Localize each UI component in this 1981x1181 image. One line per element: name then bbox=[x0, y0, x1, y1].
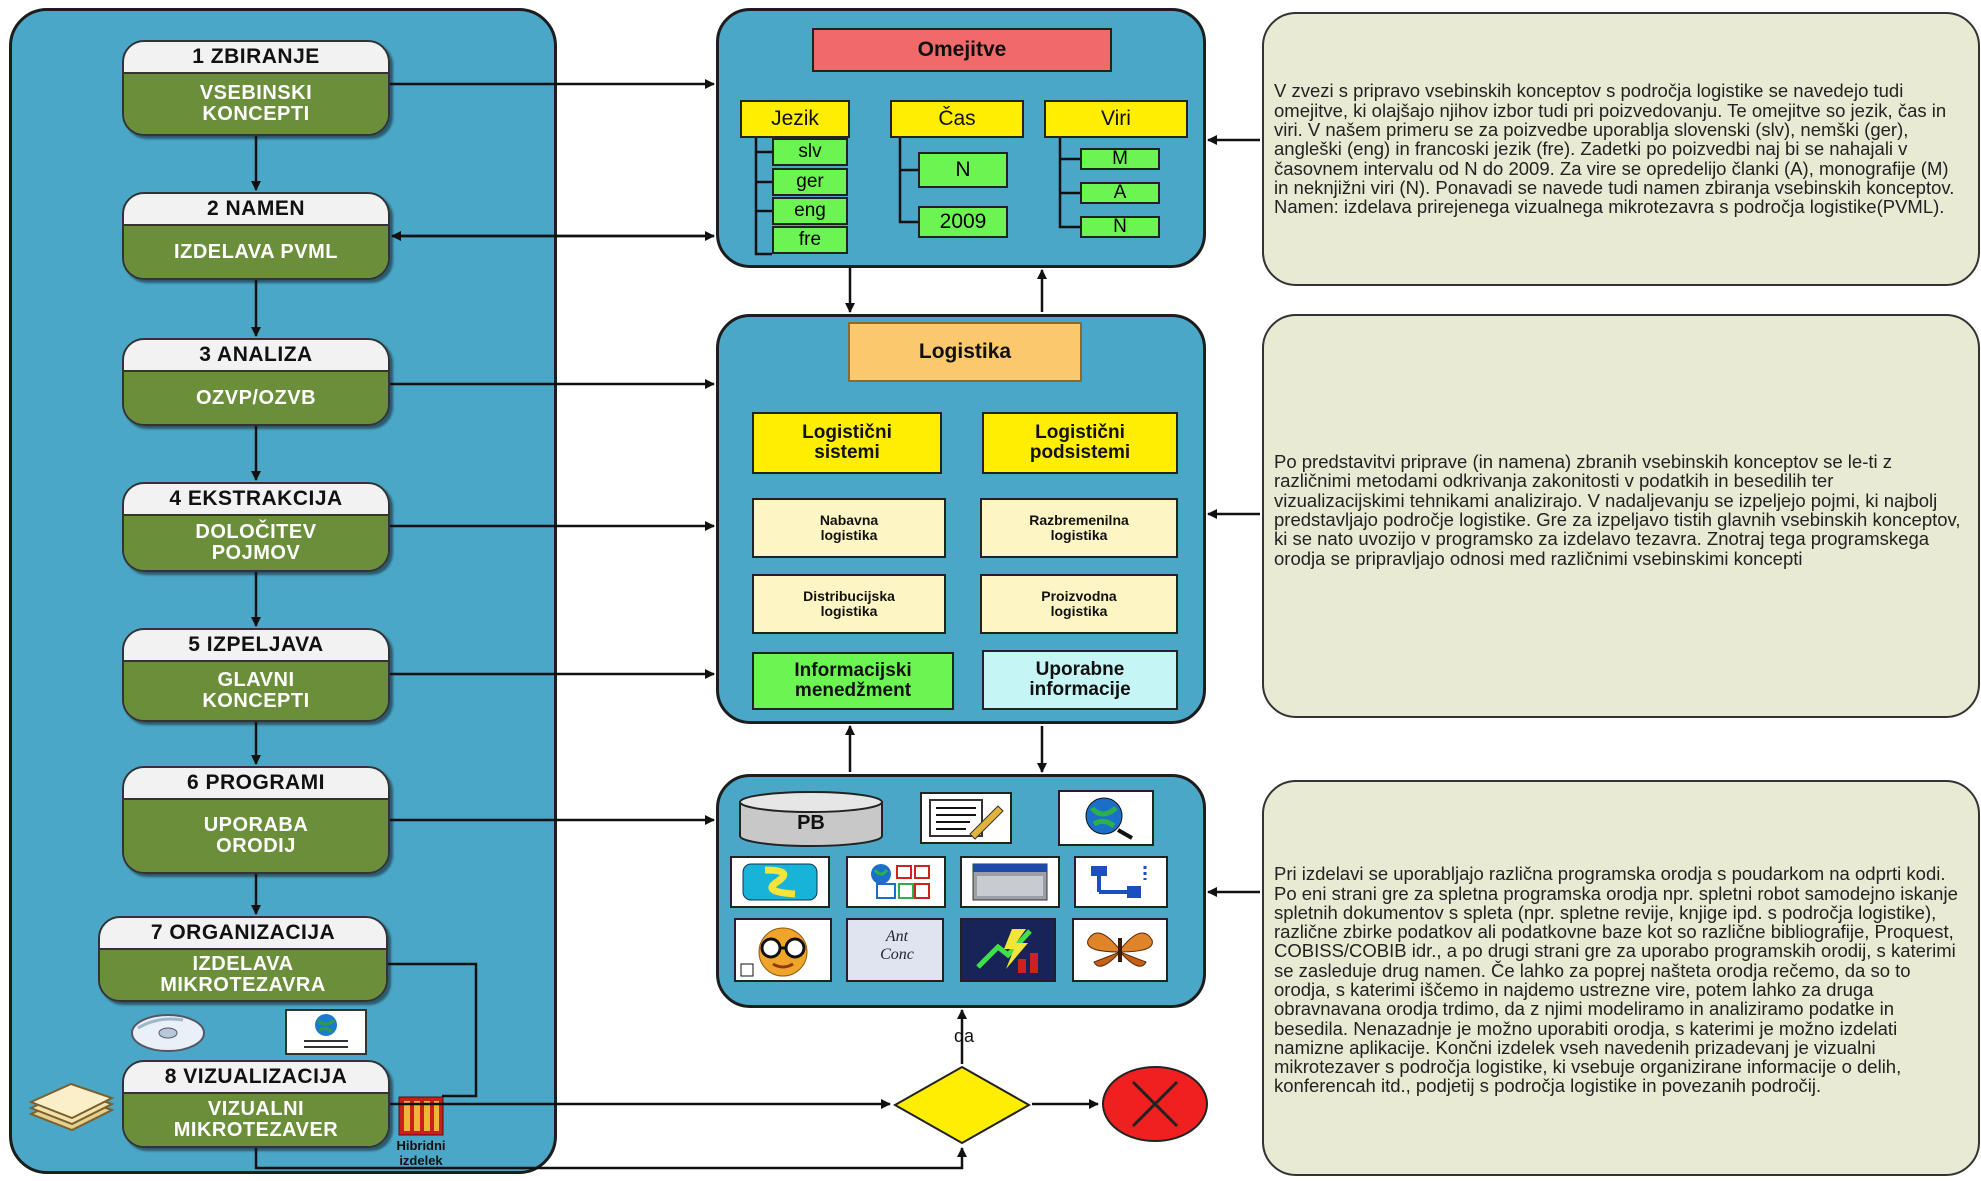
cas-item-2009: 2009 bbox=[918, 206, 1008, 238]
butterfly-graphic bbox=[1087, 932, 1153, 967]
tree-line-cas bbox=[898, 138, 918, 224]
viri-item-n: N bbox=[1080, 216, 1160, 238]
nabavna-logistika: Nabavna logistika bbox=[752, 498, 946, 558]
step-1-zbiranje[interactable]: 1 ZBIRANJE VSEBINSKI KONCEPTI bbox=[122, 40, 390, 136]
glasses-smiley-icon[interactable] bbox=[734, 918, 832, 982]
arrow-step8-loop bbox=[254, 1147, 967, 1170]
antconc-label: Ant Conc bbox=[880, 928, 914, 963]
note-analiza: Po predstavitvi priprave (in namena) zbr… bbox=[1262, 314, 1980, 718]
globe-document-icon bbox=[285, 1009, 367, 1055]
distribucijska-logistika: Distribucijska logistika bbox=[752, 574, 946, 634]
jezik-item-ger: ger bbox=[772, 168, 848, 196]
jezik-item-slv: slv bbox=[772, 138, 848, 166]
step-1-body: VSEBINSKI KONCEPTI bbox=[124, 74, 388, 134]
cd-disc-icon bbox=[131, 1014, 205, 1052]
web-layout-icon[interactable] bbox=[846, 856, 946, 908]
step-2-namen[interactable]: 2 NAMEN IZDELAVA PVML bbox=[122, 192, 390, 280]
cas-label: Čas bbox=[890, 100, 1024, 138]
logisticni-podsistemi: Logistični podsistemi bbox=[982, 412, 1178, 474]
razbremenilna-logistika: Razbremenilna logistika bbox=[980, 498, 1178, 558]
step-7-body: IZDELAVA MIKROTEZAVRA bbox=[100, 950, 386, 1000]
step-6-programi[interactable]: 6 PROGRAMI UPORABA ORODIJ bbox=[122, 766, 390, 874]
omejitve-title: Omejitve bbox=[812, 28, 1112, 72]
step-4-title: 4 EKSTRAKCIJA bbox=[124, 484, 388, 516]
globe-search-graphic bbox=[1085, 797, 1133, 840]
step-3-analiza[interactable]: 3 ANALIZA OZVP/OZVB bbox=[122, 338, 390, 426]
step-4-body: DOLOČITEV POJMOV bbox=[124, 516, 388, 570]
step-6-title: 6 PROGRAMI bbox=[124, 768, 388, 800]
proizvodna-logistika: Proizvodna logistika bbox=[980, 574, 1178, 634]
step-6-body: UPORABA ORODIJ bbox=[124, 800, 388, 872]
step-5-title: 5 IZPELJAVA bbox=[124, 630, 388, 662]
decision-yes-label: da bbox=[953, 1026, 975, 1046]
step-8-body: VIZUALNI MIKROTEZAVER bbox=[124, 1094, 388, 1146]
note-analiza-text: Po predstavitvi priprave (in namena) zbr… bbox=[1274, 451, 1961, 569]
document-pen-icon[interactable] bbox=[920, 792, 1012, 844]
informacijski-menedzment: Informacijski menedžment bbox=[752, 652, 954, 710]
database-pb-icon bbox=[739, 791, 883, 847]
step-5-izpeljava[interactable]: 5 IZPELJAVA GLAVNI KONCEPTI bbox=[122, 628, 390, 722]
tree-line-jezik bbox=[754, 138, 772, 256]
antconc-icon[interactable]: Ant Conc bbox=[846, 918, 944, 982]
spider-s-graphic bbox=[742, 863, 818, 901]
step-8-vizualizacija[interactable]: 8 VIZUALIZACIJA VIZUALNI MIKROTEZAVER bbox=[122, 1060, 390, 1148]
jezik-item-fre: fre bbox=[772, 226, 848, 254]
decision-diamond bbox=[892, 1065, 1032, 1145]
butterfly-icon[interactable] bbox=[1072, 918, 1168, 982]
uporabne-informacije: Uporabne informacije bbox=[982, 650, 1178, 710]
step-2-title: 2 NAMEN bbox=[124, 194, 388, 226]
step-1-title: 1 ZBIRANJE bbox=[124, 42, 388, 74]
step-7-title: 7 ORGANIZACIJA bbox=[100, 918, 386, 950]
window-app-icon[interactable] bbox=[960, 856, 1060, 908]
paper-stack-icon bbox=[28, 1082, 115, 1132]
step-3-body: OZVP/OZVB bbox=[124, 372, 388, 424]
hierarchy-tree-icon[interactable] bbox=[1074, 856, 1168, 908]
hybrid-product-label: Hibridni izdelek bbox=[396, 1138, 446, 1168]
web-layout-graphic bbox=[871, 864, 930, 899]
step-5-body: GLAVNI KONCEPTI bbox=[124, 662, 388, 720]
note-orodja-text: Pri izdelavi se uporabljajo različna pro… bbox=[1274, 863, 1958, 1097]
step-2-body: IZDELAVA PVML bbox=[124, 226, 388, 278]
spider-s-icon[interactable] bbox=[730, 856, 830, 908]
lightning-chart-icon[interactable] bbox=[960, 918, 1056, 982]
step-3-title: 3 ANALIZA bbox=[124, 340, 388, 372]
cas-item-n: N bbox=[918, 152, 1008, 188]
database-pb-label: PB bbox=[797, 812, 825, 834]
viri-item-a: A bbox=[1080, 182, 1160, 204]
window-app-graphic bbox=[972, 863, 1048, 901]
glasses-smiley-graphic bbox=[740, 927, 808, 977]
logistika-title: Logistika bbox=[848, 322, 1082, 382]
end-cross-icon bbox=[1102, 1066, 1208, 1142]
line-step7-hybrid bbox=[388, 962, 478, 1098]
logisticni-sistemi: Logistični sistemi bbox=[752, 412, 942, 474]
step-7-organizacija[interactable]: 7 ORGANIZACIJA IZDELAVA MIKROTEZAVRA bbox=[98, 916, 388, 1002]
jezik-label: Jezik bbox=[740, 100, 850, 138]
note-omejitve: V zvezi s pripravo vsebinskih konceptov … bbox=[1262, 12, 1980, 286]
hierarchy-tree-graphic bbox=[1091, 866, 1147, 898]
jezik-item-eng: eng bbox=[772, 197, 848, 225]
step-4-ekstrakcija[interactable]: 4 EKSTRAKCIJA DOLOČITEV POJMOV bbox=[122, 482, 390, 572]
lightning-chart-graphic bbox=[976, 929, 1038, 973]
viri-label: Viri bbox=[1044, 100, 1188, 138]
document-pen-graphic bbox=[929, 799, 1004, 840]
viri-item-m: M bbox=[1080, 148, 1160, 170]
tree-line-viri bbox=[1058, 138, 1080, 229]
globe-search-icon[interactable] bbox=[1058, 790, 1154, 846]
step-8-title: 8 VIZUALIZACIJA bbox=[124, 1062, 388, 1094]
note-omejitve-text: V zvezi s pripravo vsebinskih konceptov … bbox=[1274, 80, 1955, 218]
note-orodja: Pri izdelavi se uporabljajo različna pro… bbox=[1262, 780, 1980, 1176]
